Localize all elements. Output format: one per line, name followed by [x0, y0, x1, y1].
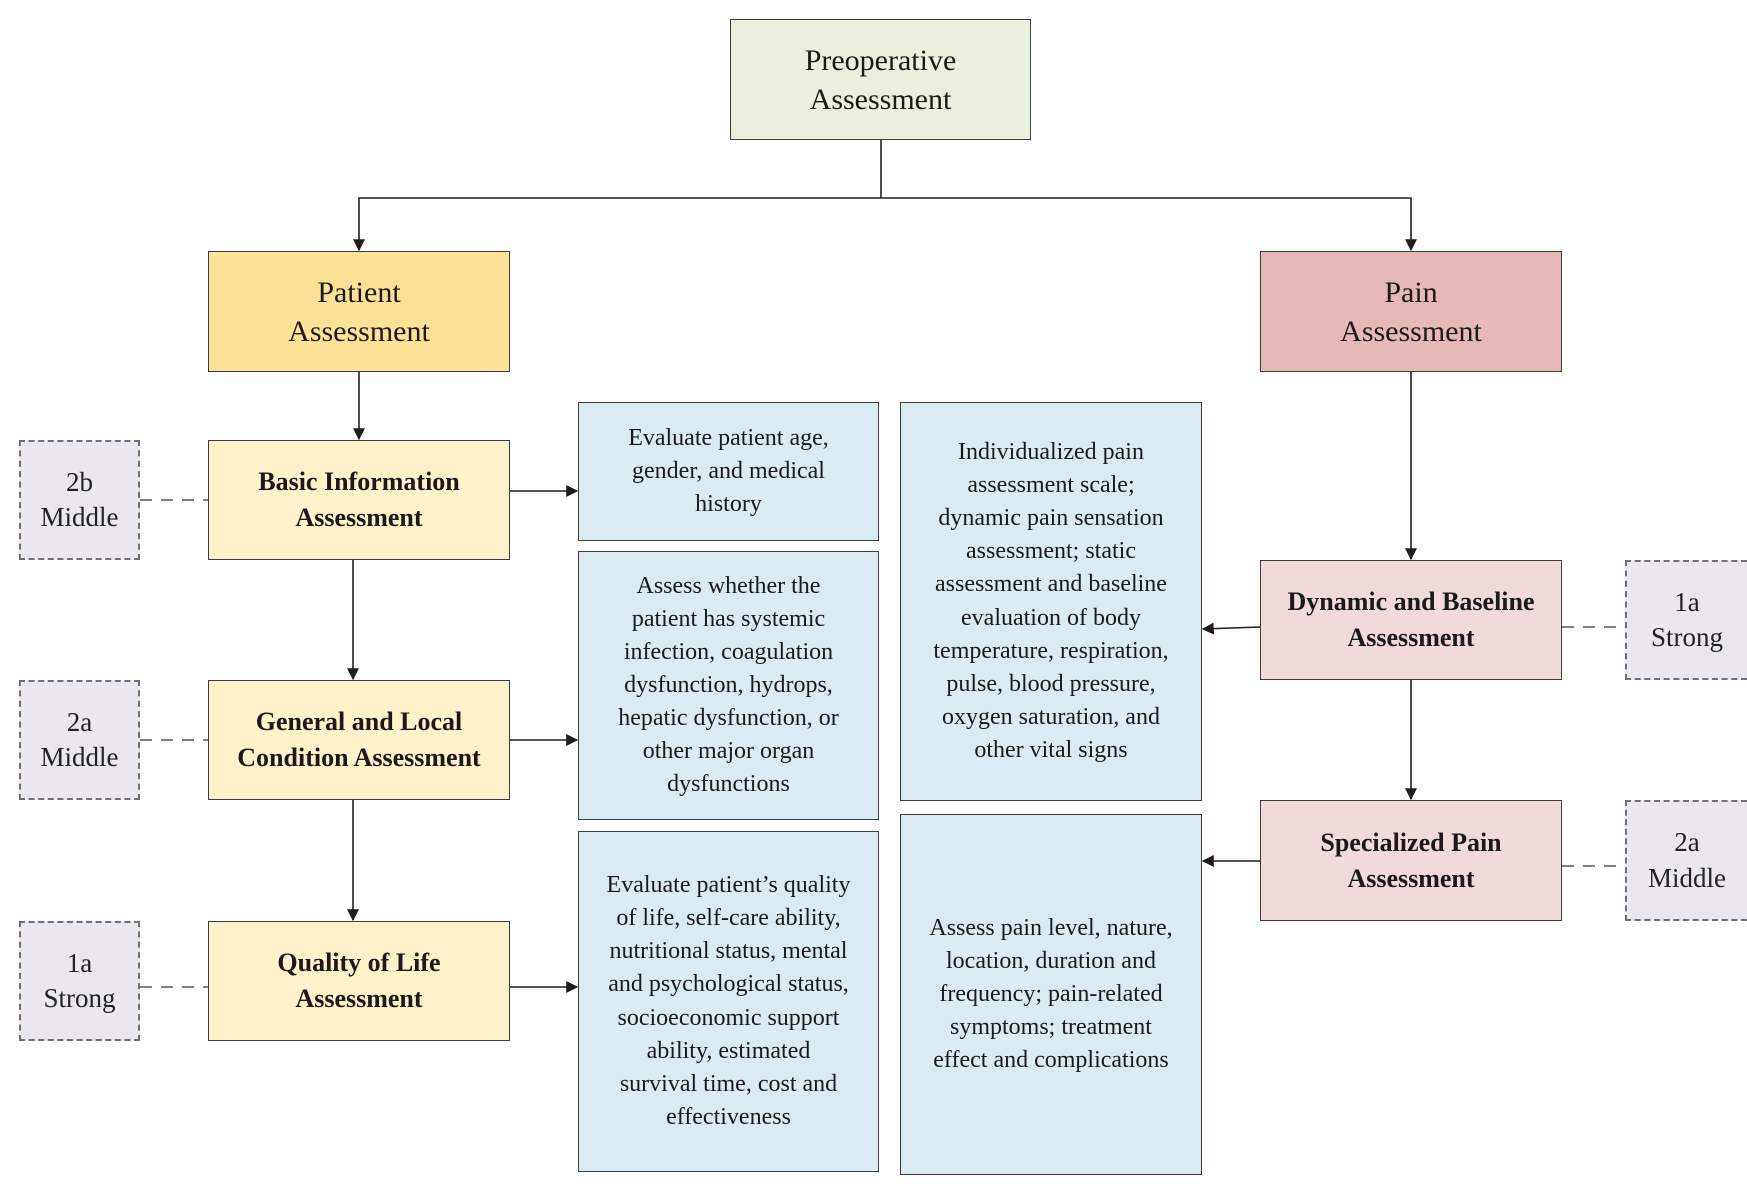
specialized-pain-assessment-node: Specialized Pain Assessment — [1260, 800, 1562, 921]
grade-badge-quality-of-life: 1a Strong — [19, 921, 140, 1041]
grade-badge-specialized-pain: 2a Middle — [1625, 800, 1747, 921]
basic-information-assessment-node: Basic Information Assessment — [208, 440, 510, 560]
description-basic-information: Evaluate patient age, gender, and medica… — [578, 402, 879, 541]
arrow-dynamic-to-desc — [1201, 622, 1261, 635]
grade-badge-dynamic-baseline: 1a Strong — [1625, 560, 1747, 680]
description-general-local-condition: Assess whether the patient has systemic … — [578, 551, 879, 820]
arrow-root-to-pain — [881, 197, 1417, 252]
pain-assessment-node: Pain Assessment — [1260, 251, 1562, 372]
preoperative-assessment-node: Preoperative Assessment — [730, 19, 1031, 140]
general-local-condition-assessment-node: General and Local Condition Assessment — [208, 680, 510, 800]
grade-badge-basic-information: 2b Middle — [19, 440, 140, 560]
description-quality-of-life: Evaluate patient’s quality of life, self… — [578, 831, 879, 1172]
grade-badge-general-local-condition: 2a Middle — [19, 680, 140, 800]
quality-of-life-assessment-node: Quality of Life Assessment — [208, 921, 510, 1041]
dynamic-baseline-assessment-node: Dynamic and Baseline Assessment — [1260, 560, 1562, 680]
description-specialized-pain: Assess pain level, nature, location, dur… — [900, 814, 1202, 1175]
arrow-root-to-patient — [353, 197, 881, 252]
description-dynamic-baseline: Individualized pain assessment scale; dy… — [900, 402, 1202, 801]
patient-assessment-node: Patient Assessment — [208, 251, 510, 372]
